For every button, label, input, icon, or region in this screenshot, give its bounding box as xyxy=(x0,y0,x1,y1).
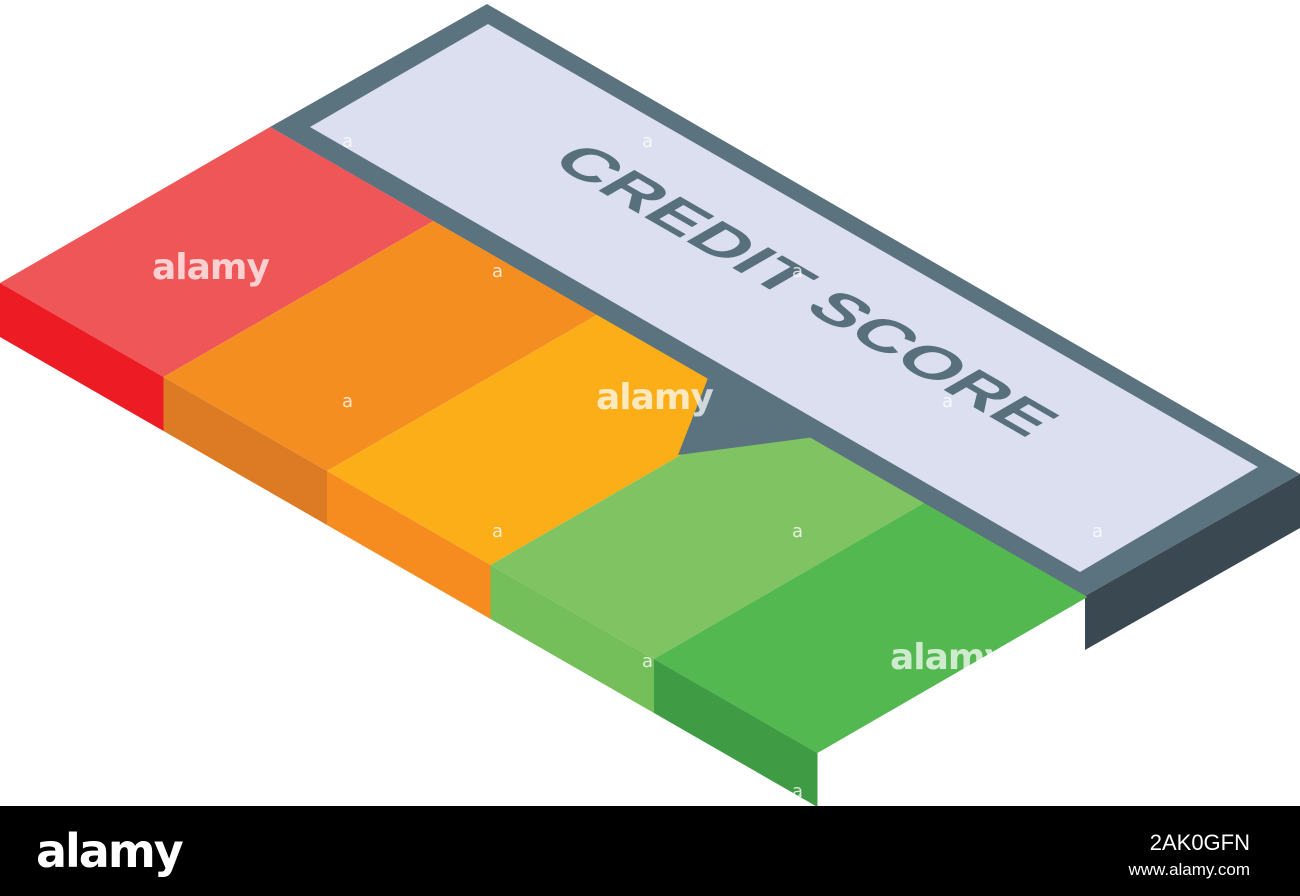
card-frame-edge xyxy=(1085,474,1300,650)
watermark-mark: a xyxy=(642,651,654,672)
score-pointer xyxy=(678,378,815,455)
stock-footer-bar: alamy 2AK0GFN www.alamy.com xyxy=(0,806,1300,896)
watermark-mark: a xyxy=(792,521,804,542)
watermark-mark: a xyxy=(942,391,954,412)
watermark-alamy: alamy xyxy=(596,377,714,418)
watermark-mark: a xyxy=(1092,521,1104,542)
segment-orange-top xyxy=(163,221,597,471)
watermark-alamy: alamy xyxy=(152,247,270,288)
segment-yellow-side xyxy=(327,471,491,619)
watermark-mark: a xyxy=(492,261,504,282)
credit-score-illustration: CREDIT SCORE alamy alamy alamy a a a a a… xyxy=(0,4,1300,806)
segment-yellow-top xyxy=(327,315,761,565)
segment-green-side xyxy=(654,659,818,806)
segment-orange-side xyxy=(163,377,327,525)
watermark-alamy: alamy xyxy=(890,637,1008,678)
watermark-mark: a xyxy=(342,131,354,152)
segment-green-top xyxy=(654,503,1088,753)
footer-image-id: 2AK0GFN xyxy=(1149,830,1250,855)
credit-score-card-svg: CREDIT SCORE xyxy=(0,4,1300,806)
watermark-mark: a xyxy=(642,131,654,152)
score-segments xyxy=(0,127,1088,806)
label-panel xyxy=(310,24,1258,572)
footer-logo: alamy xyxy=(36,824,184,878)
watermark-mark: a xyxy=(492,521,504,542)
watermark-mark: a xyxy=(342,391,354,412)
watermark-mark: a xyxy=(792,781,804,802)
segment-red-side xyxy=(0,283,164,431)
segment-light-green-top xyxy=(490,409,924,659)
watermark-mark: a xyxy=(792,261,804,282)
footer-url: www.alamy.com xyxy=(1128,860,1250,879)
segment-light-green-side xyxy=(490,565,654,713)
segment-red-top xyxy=(0,127,434,377)
